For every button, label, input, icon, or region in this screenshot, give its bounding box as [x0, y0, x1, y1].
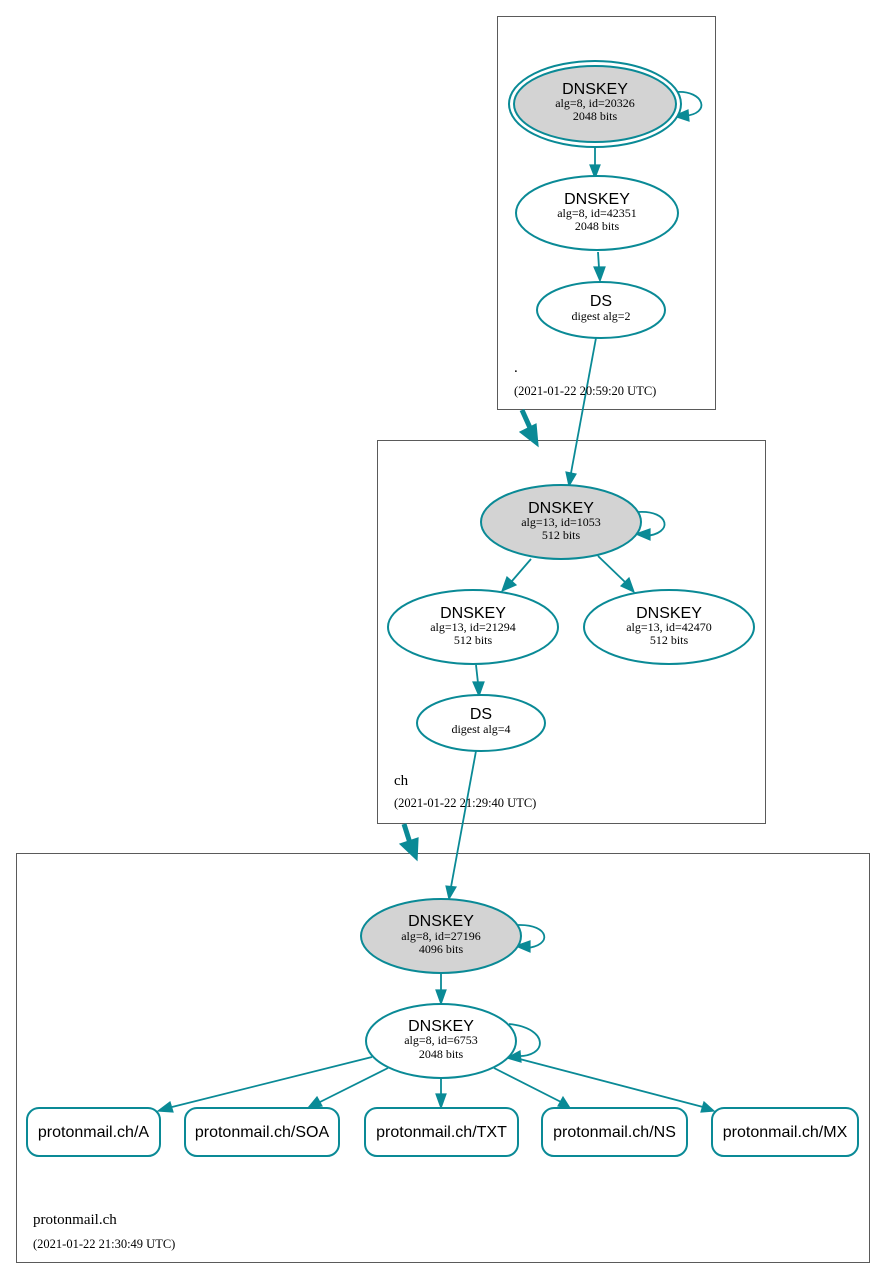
node-detail-bits: 4096 bits	[419, 942, 464, 956]
edge-ch-ds-to-pm-ksk	[445, 750, 477, 901]
rr-label: protonmail.ch/TXT	[376, 1124, 507, 1141]
edge-root-ds-to-ch-ksk	[565, 337, 597, 488]
edge-ch-zsk1-to-ds	[472, 664, 485, 698]
node-detail-alg: alg=8, id=6753	[404, 1033, 478, 1047]
node-detail-bits: 512 bits	[454, 633, 493, 647]
rr-node-ns[interactable]: protonmail.ch/NS	[541, 1107, 688, 1157]
node-title: DNSKEY	[440, 605, 506, 622]
edge-pm-ksk-self	[514, 924, 546, 953]
node-pm-dnskey-6753[interactable]: DNSKEY alg=8, id=6753 2048 bits	[365, 1003, 517, 1079]
zone-name-ch: ch	[394, 773, 409, 789]
edge-root-ksk-to-zsk	[589, 146, 601, 180]
node-ch-dnskey-42470[interactable]: DNSKEY alg=13, id=42470 512 bits	[583, 589, 755, 665]
rr-label: protonmail.ch/NS	[553, 1124, 676, 1141]
edge-ch-ksk-self	[634, 511, 666, 541]
node-detail-digest: digest alg=4	[451, 722, 510, 736]
node-root-ds[interactable]: DS digest alg=2	[536, 281, 666, 339]
node-detail-alg: alg=13, id=1053	[521, 515, 601, 529]
node-detail-alg: alg=13, id=42470	[626, 620, 712, 634]
edge-pm-zsk-to-txt	[435, 1078, 447, 1110]
rr-node-mx[interactable]: protonmail.ch/MX	[711, 1107, 859, 1157]
edge-ch-ksk-to-zsk2	[597, 555, 636, 594]
rr-label: protonmail.ch/SOA	[195, 1124, 330, 1141]
edge-root-zsk-to-ds	[593, 251, 606, 283]
zone-name-protonmail: protonmail.ch	[33, 1212, 117, 1228]
node-ch-dnskey-21294[interactable]: DNSKEY alg=13, id=21294 512 bits	[387, 589, 559, 665]
node-root-dnskey-20326[interactable]: DNSKEY alg=8, id=20326 2048 bits	[508, 60, 682, 148]
node-pm-dnskey-27196[interactable]: DNSKEY alg=8, id=27196 4096 bits	[360, 898, 522, 974]
node-title: DNSKEY	[408, 913, 474, 930]
rr-label: protonmail.ch/MX	[723, 1124, 848, 1141]
rr-label: protonmail.ch/A	[38, 1124, 149, 1141]
node-detail-bits: 2048 bits	[575, 219, 620, 233]
zone-timestamp-root: (2021-01-22 20:59:20 UTC)	[514, 384, 656, 398]
zone-name-root: .	[514, 360, 518, 376]
node-detail-alg: alg=8, id=42351	[557, 206, 637, 220]
node-title: DNSKEY	[528, 500, 594, 517]
zone-box-ch	[377, 440, 766, 824]
edge-pm-zsk-to-ns	[493, 1067, 572, 1109]
zone-box-root	[497, 16, 716, 410]
node-detail-bits: 512 bits	[542, 528, 581, 542]
edge-pm-zsk-to-mx	[511, 1056, 716, 1113]
node-ch-ds[interactable]: DS digest alg=4	[416, 694, 546, 752]
zone-timestamp-protonmail: (2021-01-22 21:30:49 UTC)	[33, 1237, 175, 1251]
edge-root-ksk-self	[672, 91, 703, 122]
delegation-arrow-ch-protonmail	[398, 823, 419, 862]
node-detail-alg: alg=13, id=21294	[430, 620, 516, 634]
node-title: DNSKEY	[408, 1018, 474, 1035]
edge-ch-ksk-to-zsk1	[500, 558, 532, 593]
node-detail-bits: 2048 bits	[419, 1047, 464, 1061]
zone-box-protonmail	[16, 853, 870, 1263]
rr-node-a[interactable]: protonmail.ch/A	[26, 1107, 161, 1157]
node-title: DNSKEY	[562, 81, 628, 98]
node-title: DNSKEY	[564, 191, 630, 208]
node-detail-bits: 2048 bits	[573, 109, 618, 123]
node-root-dnskey-42351[interactable]: DNSKEY alg=8, id=42351 2048 bits	[515, 175, 679, 251]
rr-node-txt[interactable]: protonmail.ch/TXT	[364, 1107, 519, 1157]
edge-pm-zsk-to-soa	[306, 1067, 389, 1109]
node-detail-alg: alg=8, id=27196	[401, 929, 481, 943]
node-detail-digest: digest alg=2	[571, 309, 630, 323]
node-detail-bits: 512 bits	[650, 633, 689, 647]
node-title: DS	[470, 706, 492, 723]
node-ch-dnskey-1053[interactable]: DNSKEY alg=13, id=1053 512 bits	[480, 484, 642, 560]
node-title: DS	[590, 293, 612, 310]
delegation-arrow-root-ch	[518, 408, 539, 448]
node-title: DNSKEY	[636, 605, 702, 622]
node-detail-alg: alg=8, id=20326	[555, 96, 635, 110]
rr-node-soa[interactable]: protonmail.ch/SOA	[184, 1107, 340, 1157]
zone-timestamp-ch: (2021-01-22 21:29:40 UTC)	[394, 796, 536, 810]
edge-pm-zsk-to-a	[156, 1056, 373, 1113]
edge-pm-ksk-to-zsk	[435, 974, 447, 1006]
